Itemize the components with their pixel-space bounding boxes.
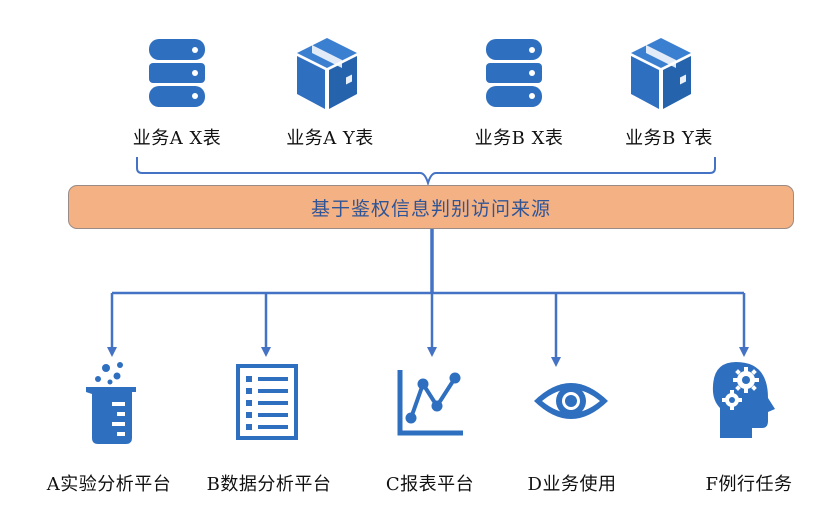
hub-label: 基于鉴权信息判别访问来源: [310, 197, 551, 220]
eye-icon: [534, 383, 608, 419]
access-source-hub: 基于鉴权信息判别访问来源: [68, 185, 794, 229]
checklist-icon: [236, 364, 298, 440]
source-label-a-x: 业务A X表: [132, 128, 222, 149]
database-icon: [486, 39, 542, 107]
source-label-b-x: 业务B X表: [474, 128, 564, 149]
source-bracket: [136, 157, 716, 187]
target-label-a: A实验分析平台: [46, 474, 172, 495]
database-icon: [149, 39, 205, 107]
head-gears-icon: [712, 362, 775, 438]
target-label-d: D业务使用: [527, 474, 617, 495]
target-label-f: F例行任务: [705, 474, 793, 495]
box-icon: [297, 38, 357, 109]
line-chart-icon: [397, 370, 463, 436]
source-label-a-y: 业务A Y表: [286, 128, 374, 149]
target-label-b: B数据分析平台: [206, 474, 332, 495]
beaker-icon: [86, 362, 136, 444]
target-label-c: C报表平台: [385, 474, 475, 495]
source-label-b-y: 业务B Y表: [625, 128, 713, 149]
box-icon: [631, 38, 691, 109]
